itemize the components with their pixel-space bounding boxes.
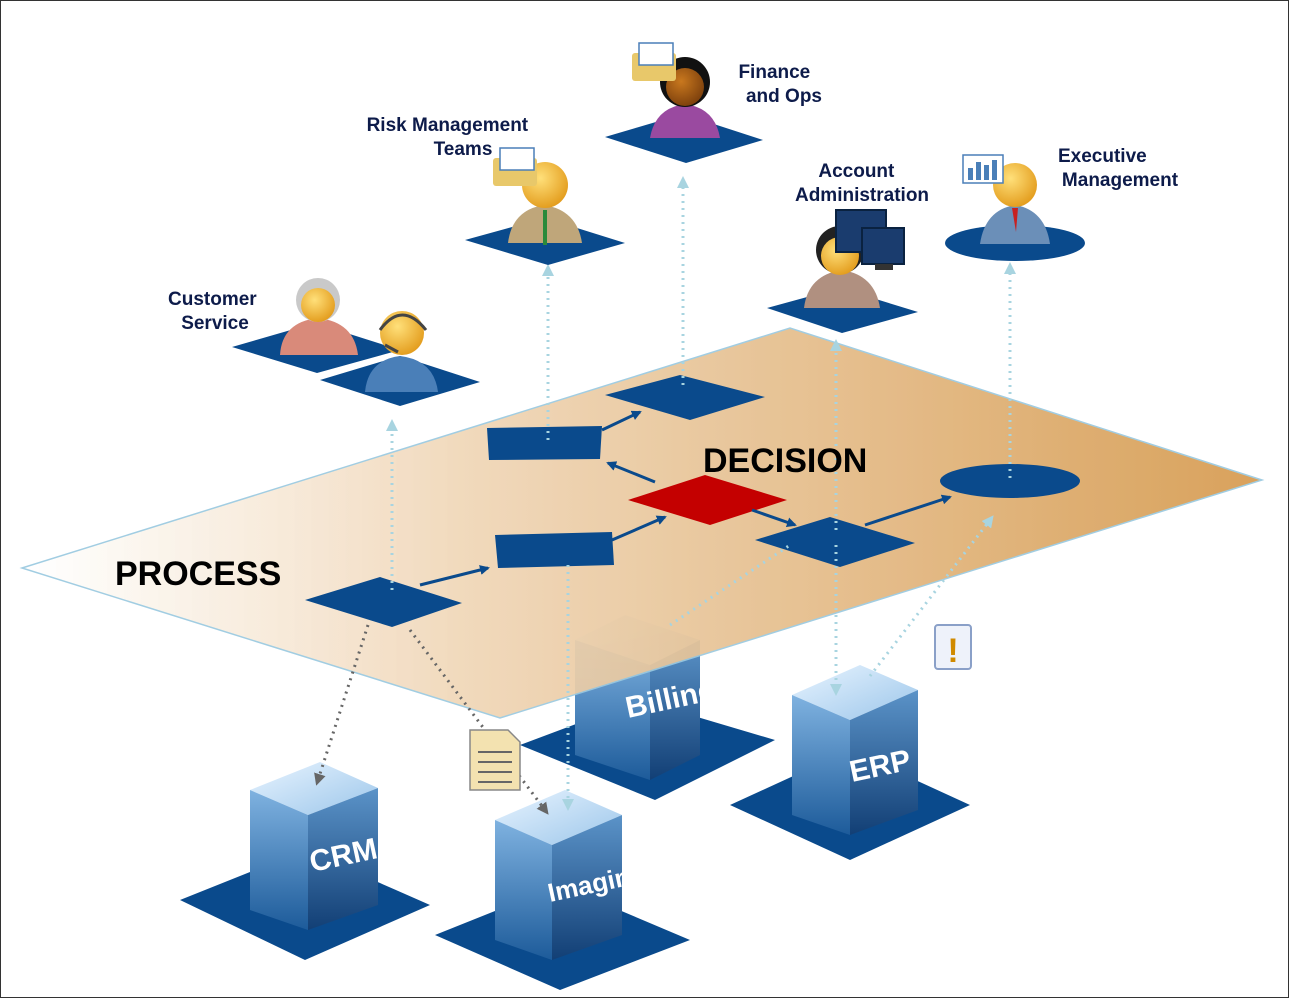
document-icon <box>469 729 521 791</box>
finance-ops-label-line1: Finance <box>738 62 810 83</box>
finance-ops-plate <box>605 114 763 163</box>
process-step-node[interactable] <box>495 532 614 568</box>
process-start-node[interactable] <box>305 577 462 627</box>
risk-management-label-line1: Risk Management <box>367 115 529 136</box>
customer-service-agent-1[interactable] <box>280 278 358 355</box>
risk-management-label: Risk Management Teams <box>367 115 534 160</box>
crm-system[interactable]: CRM <box>250 762 380 930</box>
finance-ops-label: Finance and Ops <box>738 62 822 107</box>
exclamation-icon[interactable]: ! <box>934 624 972 670</box>
account-admin-label: Account Administration <box>795 161 929 206</box>
decision-label: DECISION <box>703 442 867 480</box>
flow-arrows <box>419 410 952 587</box>
account-admin-label-line2: Administration <box>795 185 929 206</box>
process-step-upper-node[interactable] <box>487 426 602 460</box>
process-end-node[interactable] <box>940 464 1080 498</box>
customer-service-label-line1: Customer <box>168 289 257 310</box>
process-merge-node[interactable] <box>755 517 915 567</box>
executive-label: Executive Management <box>1058 146 1179 191</box>
bar-chart-icon <box>962 154 1004 184</box>
customer-service-label-line2: Service <box>181 313 249 334</box>
monitor-icon <box>835 209 905 270</box>
executive-label-line2: Management <box>1062 170 1179 191</box>
customer-service-label: Customer Service <box>168 289 262 334</box>
document-connectors <box>314 624 549 815</box>
account-admin-plate <box>767 288 918 333</box>
account-admin-label-line1: Account <box>818 161 895 182</box>
dotted-connectors <box>386 176 1016 811</box>
process-plane <box>19 327 1265 719</box>
executive-person[interactable] <box>980 163 1050 244</box>
customer-service-agent-2[interactable] <box>365 311 438 392</box>
process-label: PROCESS <box>115 555 281 593</box>
decision-node[interactable] <box>628 475 787 525</box>
exclamation-glyph: ! <box>947 632 958 670</box>
risk-management-label-line2: Teams <box>434 139 493 160</box>
headset-icon <box>378 313 428 354</box>
imaging-system[interactable]: Imaging <box>495 790 649 960</box>
folder-icon <box>493 147 537 186</box>
process-step-top-node[interactable] <box>605 375 765 420</box>
finance-ops-label-line2: and Ops <box>746 86 822 107</box>
executive-label-line1: Executive <box>1058 146 1147 167</box>
folder-icon <box>632 42 676 81</box>
finance-ops-person[interactable] <box>650 57 720 138</box>
erp-system[interactable]: ERP <box>792 665 918 835</box>
